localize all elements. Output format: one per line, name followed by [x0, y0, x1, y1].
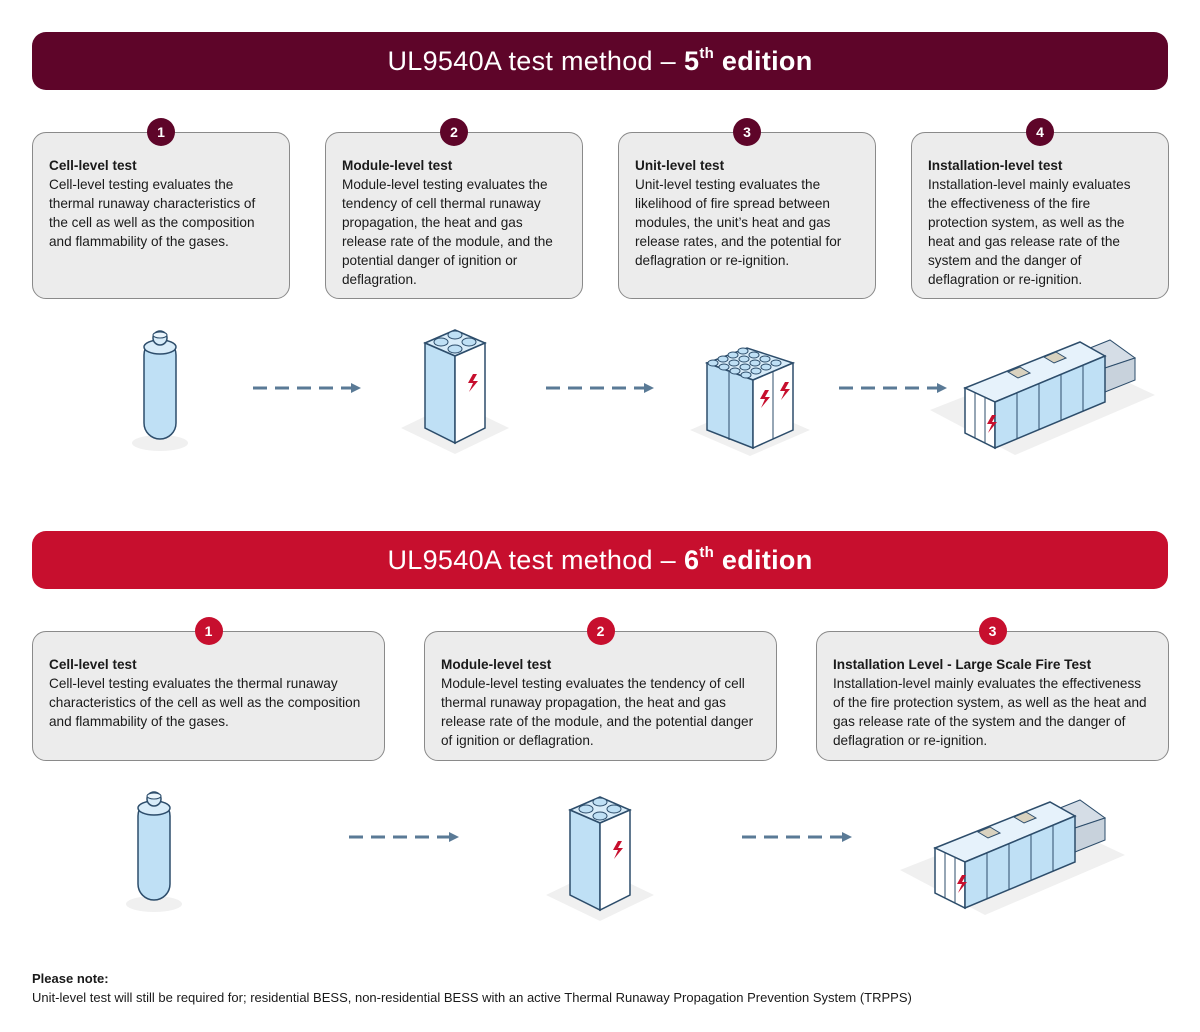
edition-number: 5 [684, 45, 700, 76]
edition-6-header: UL9540A test method – 6th edition [32, 531, 1168, 589]
edition6-step-1-card: Cell-level test Cell-level testing evalu… [32, 631, 385, 761]
step-title: Cell-level test [49, 657, 137, 672]
battery-installation-icon [920, 320, 1160, 475]
step-number-badge: 2 [586, 617, 615, 645]
battery-module-icon [395, 318, 515, 463]
note-label: Please note: [32, 971, 109, 986]
step-description: Unit-level testing evaluates the likelih… [635, 177, 842, 268]
step-number-badge: 2 [440, 118, 468, 146]
edition-suffix: th [699, 543, 715, 561]
step-description: Installation-level mainly evaluates the … [928, 177, 1131, 287]
dashed-arrow-right-icon [742, 830, 852, 848]
step-number-badge: 1 [147, 118, 175, 146]
battery-unit-icon [685, 330, 815, 465]
edition-word: edition [721, 45, 813, 76]
edition-number: 6 [684, 544, 700, 575]
note-text: Unit-level test will still be required f… [32, 990, 912, 1005]
step-title: Cell-level test [49, 158, 137, 173]
dashed-arrow-right-icon [253, 381, 361, 399]
edition5-step-2-card: Module-level test Module-level testing e… [325, 132, 583, 299]
step-description: Module-level testing evaluates the tende… [342, 177, 553, 287]
battery-module-icon [540, 785, 660, 930]
battery-cell-icon [114, 786, 194, 921]
step-number-badge: 3 [978, 617, 1007, 645]
edition6-step-2-card: Module-level test Module-level testing e… [424, 631, 777, 761]
step-description: Cell-level testing evaluates the thermal… [49, 676, 361, 729]
step-description: Installation-level mainly evaluates the … [833, 676, 1147, 748]
step-description: Module-level testing evaluates the tende… [441, 676, 754, 748]
edition-5-header: UL9540A test method – 5th edition [32, 32, 1168, 90]
battery-installation-icon [890, 780, 1130, 935]
edition5-step-1-card: Cell-level test Cell-level testing evalu… [32, 132, 290, 299]
step-title: Installation Level - Large Scale Fire Te… [833, 657, 1092, 672]
step-title: Module-level test [342, 158, 453, 173]
edition5-step-4-card: Installation-level test Installation-lev… [911, 132, 1169, 299]
step-number-badge: 4 [1026, 118, 1054, 146]
header-title: UL9540A test method – [387, 544, 676, 575]
edition5-step-3-card: Unit-level test Unit-level testing evalu… [618, 132, 876, 299]
dashed-arrow-right-icon [839, 381, 947, 399]
edition6-step-3-card: Installation Level - Large Scale Fire Te… [816, 631, 1169, 761]
step-number-badge: 3 [733, 118, 761, 146]
edition-suffix: th [699, 44, 715, 62]
header-title: UL9540A test method – [387, 45, 676, 76]
battery-cell-icon [120, 325, 200, 460]
step-description: Cell-level testing evaluates the thermal… [49, 177, 256, 249]
step-title: Module-level test [441, 657, 552, 672]
step-title: Installation-level test [928, 158, 1063, 173]
dashed-arrow-right-icon [546, 381, 654, 399]
step-number-badge: 1 [194, 617, 223, 645]
dashed-arrow-right-icon [349, 830, 459, 848]
step-title: Unit-level test [635, 158, 725, 173]
note: Please note: Unit-level test will still … [32, 969, 912, 1007]
edition-word: edition [721, 544, 813, 575]
